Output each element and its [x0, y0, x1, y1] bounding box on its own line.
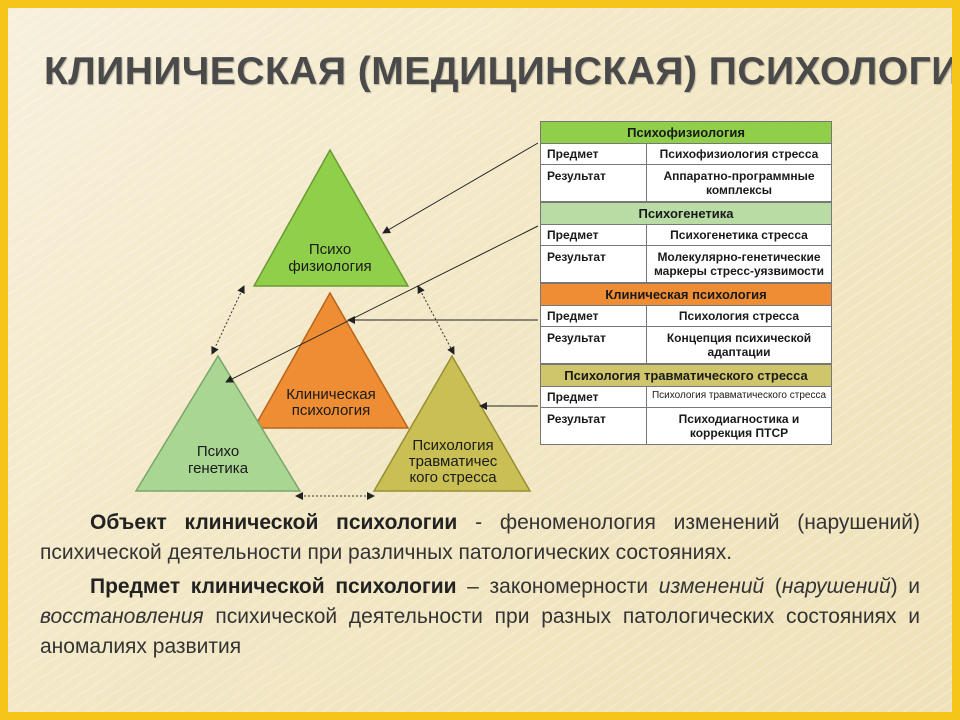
label-psychogenetics-1: Психо	[197, 443, 239, 460]
table-row: Результат Молекулярно-генетические марке…	[540, 246, 832, 283]
table-header-psychogenetics: Психогенетика	[540, 202, 832, 225]
label-psychophysiology-1: Психо	[309, 241, 351, 258]
subject-label: Предмет	[541, 144, 647, 164]
label-psychophysiology-2: физиология	[288, 258, 371, 275]
subject-value: Психофизиология стресса	[659, 147, 819, 161]
triangle-psychogenetics	[134, 354, 302, 492]
label-psychogenetics-2: генетика	[188, 460, 249, 477]
subject-label: Предмет	[541, 225, 647, 245]
discipline-table: Психофизиология Предмет Психофизиология …	[540, 121, 832, 445]
subject-value: Психология травматического стресса	[651, 390, 827, 401]
subject-definition: Предмет клинической психологии – законом…	[40, 572, 920, 662]
subject-text-1: – закономерности	[456, 575, 659, 598]
triangle-clinical	[252, 291, 410, 429]
label-clinical-1: Клиническая	[286, 386, 376, 403]
table-header-psychophysiology: Психофизиология	[540, 121, 832, 144]
triangle-trauma	[372, 354, 532, 492]
result-label: Результат	[541, 408, 647, 444]
subject-italic-2: нарушений	[781, 575, 891, 598]
subject-italic-1: изменений	[658, 575, 765, 598]
subject-value: Психология стресса	[678, 309, 800, 323]
result-value: Психодиагностика и коррекция ПТСР	[678, 412, 800, 440]
result-value: Концепция психической адаптации	[666, 331, 812, 359]
object-text: - феноменология изменений (нарушений) пс…	[40, 511, 920, 564]
table-row: Результат Психодиагностика и коррекция П…	[540, 408, 832, 445]
subject-label: Предмет	[541, 306, 647, 326]
table-row: Предмет Психогенетика стресса	[540, 225, 832, 246]
table-row: Предмет Психология стресса	[540, 306, 832, 327]
result-label: Результат	[541, 327, 647, 363]
arrow-table-psychogenetics	[225, 225, 539, 383]
subject-text-3: ) и	[890, 575, 921, 598]
subject-term: Предмет клинической психологии	[90, 575, 457, 598]
connector-pf-tr	[417, 285, 455, 355]
label-trauma-2: травматичес	[409, 453, 498, 470]
arrow-table-psychophysiology	[382, 142, 539, 234]
table-row: Предмет Психология травматического стрес…	[540, 387, 832, 408]
triangle-psychophysiology	[252, 148, 410, 287]
subject-text-2: (	[764, 575, 782, 598]
subject-text-4: психической деятельности при разных пато…	[40, 605, 920, 658]
object-definition: Объект клинической психологии - феномено…	[40, 508, 920, 568]
subject-value: Психогенетика стресса	[670, 228, 808, 242]
connector-pf-pg	[211, 285, 245, 355]
table-header-trauma: Психология травматического стресса	[540, 364, 832, 387]
table-row: Предмет Психофизиология стресса	[540, 144, 832, 165]
object-term: Объект клинической психологии	[90, 511, 458, 534]
label-clinical-2: психология	[292, 402, 371, 419]
slide-title: КЛИНИЧЕСКАЯ (МЕДИЦИНСКАЯ) ПСИХОЛОГИЯ	[44, 50, 952, 93]
label-trauma-3: кого стресса	[409, 469, 497, 486]
definitions: Объект клинической психологии - феномено…	[40, 508, 920, 662]
result-value: Молекулярно-генетические маркеры стресс-…	[653, 250, 825, 278]
table-header-clinical: Клиническая психология	[540, 283, 832, 306]
subject-label: Предмет	[541, 387, 647, 407]
subject-italic-3: восстановления	[40, 605, 204, 628]
result-label: Результат	[541, 246, 647, 282]
table-row: Результат Концепция психической адаптаци…	[540, 327, 832, 364]
result-label: Результат	[541, 165, 647, 201]
table-row: Результат Аппаратно-программные комплекс…	[540, 165, 832, 202]
triangle-diagram: Психо физиология Клиническая психология …	[134, 142, 539, 500]
result-value: Аппаратно-программные комплексы	[663, 169, 815, 197]
slide: КЛИНИЧЕСКАЯ (МЕДИЦИНСКАЯ) ПСИХОЛОГИЯ Пси…	[8, 8, 952, 712]
label-trauma-1: Психология	[412, 437, 493, 454]
